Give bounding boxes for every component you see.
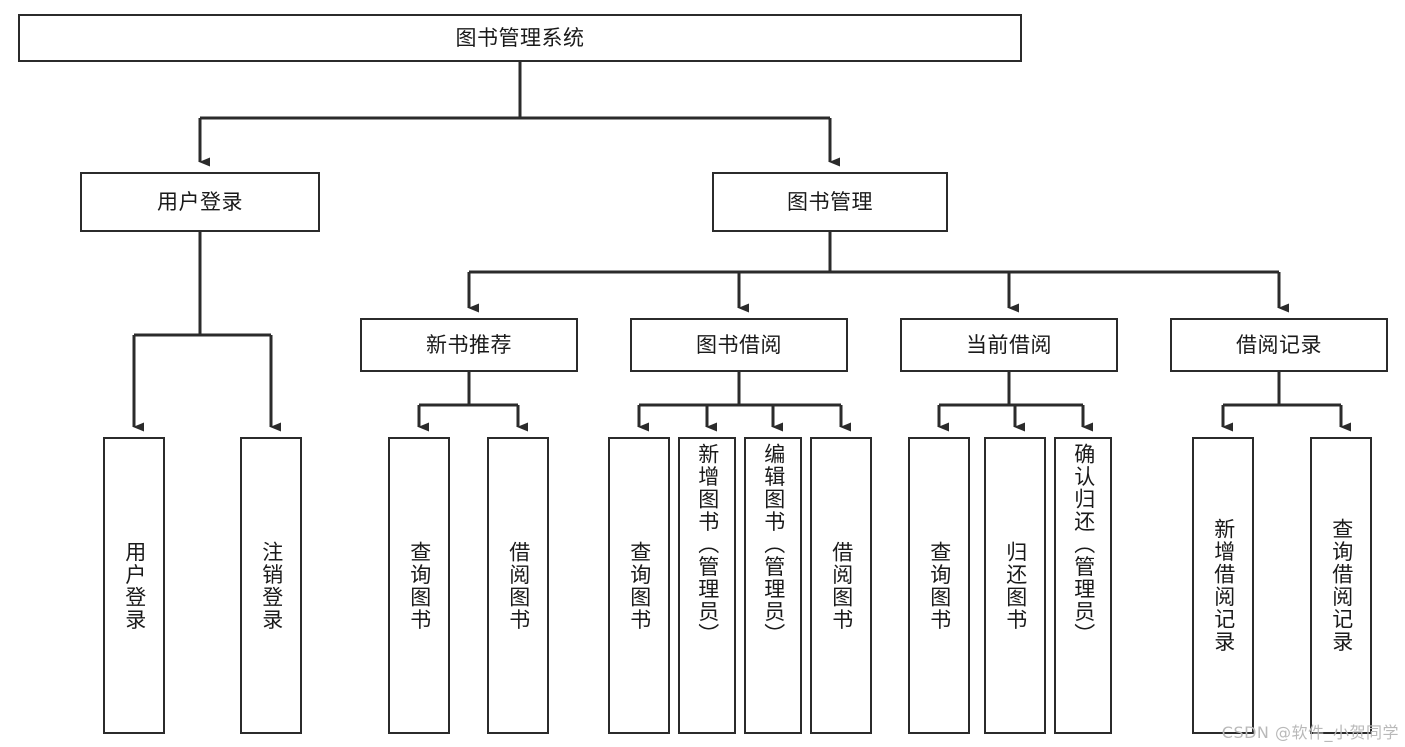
node-root-system[interactable]: 图书管理系统 bbox=[18, 14, 1022, 62]
node-leaf-confirm-return[interactable]: 确认归还（管理员） bbox=[1054, 437, 1112, 734]
node-current-borrow-label: 当前借阅 bbox=[966, 332, 1052, 357]
node-leaf-user-logout-label: 注销登录 bbox=[259, 540, 284, 631]
node-leaf-edit-book[interactable]: 编辑图书（管理员） bbox=[744, 437, 802, 734]
node-leaf-query-book-borrow[interactable]: 查询图书 bbox=[608, 437, 670, 734]
node-book-borrow-label: 图书借阅 bbox=[696, 332, 782, 357]
node-book-manage[interactable]: 图书管理 bbox=[712, 172, 948, 232]
node-leaf-edit-book-label: 编辑图书（管理员） bbox=[761, 443, 786, 646]
node-root-label: 图书管理系统 bbox=[455, 25, 585, 50]
node-leaf-add-book[interactable]: 新增图书（管理员） bbox=[678, 437, 736, 734]
node-leaf-user-logout[interactable]: 注销登录 bbox=[240, 437, 302, 734]
node-leaf-borrow-book[interactable]: 借阅图书 bbox=[810, 437, 872, 734]
node-leaf-confirm-return-label: 确认归还（管理员） bbox=[1071, 443, 1096, 646]
node-user-login-label: 用户登录 bbox=[157, 189, 243, 214]
node-leaf-add-book-label: 新增图书（管理员） bbox=[695, 443, 720, 646]
node-leaf-return-book[interactable]: 归还图书 bbox=[984, 437, 1046, 734]
node-current-borrow[interactable]: 当前借阅 bbox=[900, 318, 1118, 372]
node-user-login[interactable]: 用户登录 bbox=[80, 172, 320, 232]
node-leaf-query-borrow-record-label: 查询借阅记录 bbox=[1329, 518, 1354, 653]
node-leaf-query-book-recommend-label: 查询图书 bbox=[407, 540, 432, 631]
node-leaf-borrow-book-recommend[interactable]: 借阅图书 bbox=[487, 437, 549, 734]
node-book-borrow[interactable]: 图书借阅 bbox=[630, 318, 848, 372]
node-leaf-query-book-current[interactable]: 查询图书 bbox=[908, 437, 970, 734]
node-leaf-borrow-book-label: 借阅图书 bbox=[829, 540, 854, 631]
node-borrow-record-label: 借阅记录 bbox=[1236, 332, 1322, 357]
node-leaf-query-book-current-label: 查询图书 bbox=[927, 540, 952, 631]
node-leaf-user-login[interactable]: 用户登录 bbox=[103, 437, 165, 734]
node-leaf-query-book-recommend[interactable]: 查询图书 bbox=[388, 437, 450, 734]
node-leaf-borrow-book-recommend-label: 借阅图书 bbox=[506, 540, 531, 631]
csdn-watermark: CSDN @软件_小贺同学 bbox=[1221, 723, 1399, 742]
node-new-book-recommend-label: 新书推荐 bbox=[426, 332, 512, 357]
node-leaf-user-login-label: 用户登录 bbox=[122, 540, 147, 631]
node-new-book-recommend[interactable]: 新书推荐 bbox=[360, 318, 578, 372]
node-leaf-query-book-borrow-label: 查询图书 bbox=[627, 540, 652, 631]
node-leaf-add-borrow-record-label: 新增借阅记录 bbox=[1211, 518, 1236, 653]
node-leaf-return-book-label: 归还图书 bbox=[1003, 540, 1028, 631]
node-leaf-add-borrow-record[interactable]: 新增借阅记录 bbox=[1192, 437, 1254, 734]
node-leaf-query-borrow-record[interactable]: 查询借阅记录 bbox=[1310, 437, 1372, 734]
node-book-manage-label: 图书管理 bbox=[787, 189, 873, 214]
node-borrow-record[interactable]: 借阅记录 bbox=[1170, 318, 1388, 372]
